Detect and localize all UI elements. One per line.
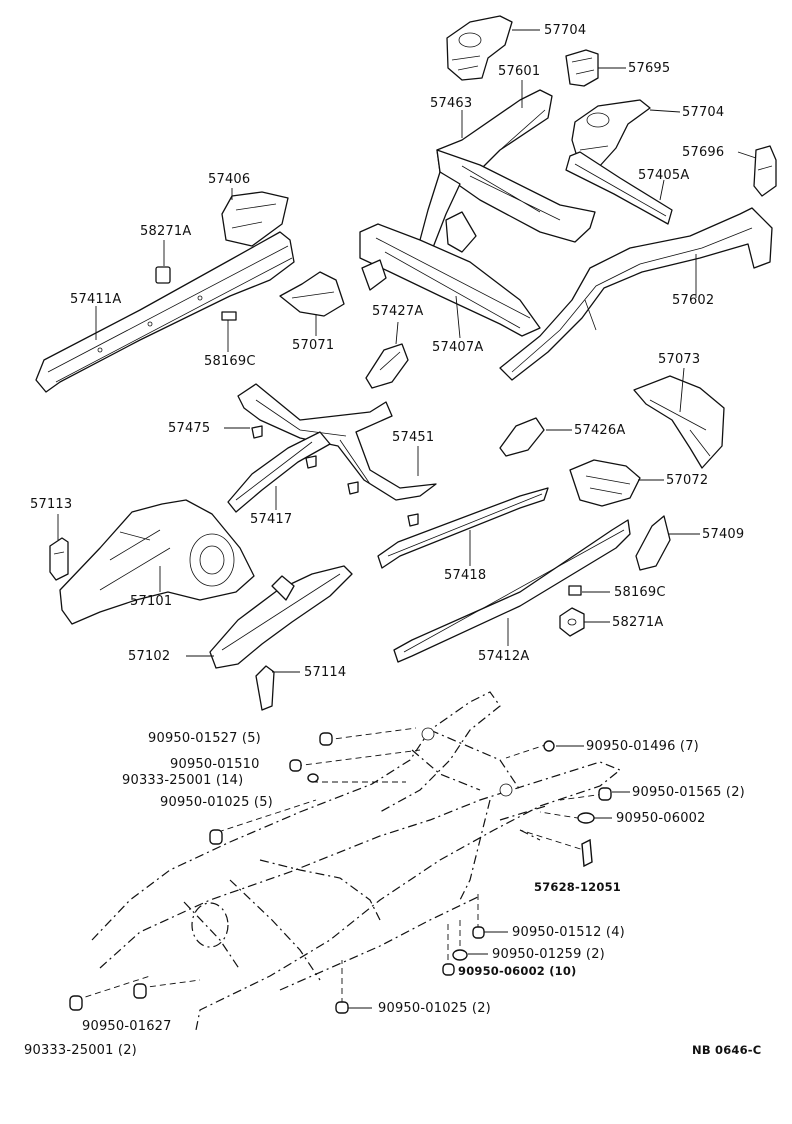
label-57426a: 57426A — [574, 423, 626, 438]
part-57411a-shape[interactable] — [35, 231, 295, 393]
part-57418-shape[interactable] — [377, 487, 549, 569]
label-58271a-left: 58271A — [140, 224, 192, 239]
label-57463: 57463 — [430, 96, 473, 111]
label-90950-01527: 90950-01527 (5) — [148, 731, 261, 746]
label-57695: 57695 — [628, 61, 671, 76]
label-57601: 57601 — [498, 64, 541, 79]
part-57412a-shape[interactable] — [393, 519, 631, 663]
label-57602: 57602 — [672, 293, 715, 308]
label-57427a: 57427A — [372, 304, 424, 319]
label-57418: 57418 — [444, 568, 487, 583]
label-57411a: 57411A — [70, 292, 122, 307]
part-57427a-shape[interactable] — [365, 343, 409, 389]
label-90950-01025-2: 90950-01025 (2) — [378, 1001, 491, 1016]
part-58169c-right-shape[interactable] — [568, 585, 582, 596]
part-57696-shape[interactable] — [753, 145, 777, 197]
label-90950-01512: 90950-01512 (4) — [512, 925, 625, 940]
part-57426a-shape[interactable] — [499, 417, 545, 457]
label-57406: 57406 — [208, 172, 251, 187]
label-90950-01496: 90950-01496 (7) — [586, 739, 699, 754]
assembled-frame-outline — [91, 691, 622, 1031]
label-57417: 57417 — [250, 512, 293, 527]
part-57417-shape[interactable] — [227, 431, 331, 513]
part-57409-shape[interactable] — [635, 515, 671, 571]
label-57071: 57071 — [292, 338, 335, 353]
label-57073: 57073 — [658, 352, 701, 367]
part-58169c-left-shape[interactable] — [221, 311, 237, 321]
part-57695-shape[interactable] — [565, 49, 599, 87]
label-57102: 57102 — [128, 649, 171, 664]
label-57113: 57113 — [30, 497, 73, 512]
label-57407a: 57407A — [432, 340, 484, 355]
label-57405a: 57405A — [638, 168, 690, 183]
label-57072: 57072 — [666, 473, 709, 488]
part-57602-shape[interactable] — [499, 207, 773, 381]
label-90333-25001-14: 90333-25001 (14) — [122, 773, 244, 788]
label-58169c-left: 58169C — [204, 354, 256, 369]
label-57704-top: 57704 — [544, 23, 587, 38]
hardware-glyphs — [69, 732, 612, 1014]
dashed-leaders — [75, 727, 605, 1004]
part-58271a-right-shape[interactable] — [559, 607, 585, 637]
part-57071-shape[interactable] — [279, 271, 345, 317]
label-57628-12051: 57628-12051 — [534, 880, 621, 894]
part-57407a-shape[interactable] — [359, 211, 541, 337]
part-57101-shape[interactable] — [59, 499, 255, 625]
part-57072-shape[interactable] — [569, 459, 641, 507]
part-57113-shape[interactable] — [49, 537, 69, 581]
label-57101: 57101 — [130, 594, 173, 609]
label-57412a: 57412A — [478, 649, 530, 664]
part-57475-shape[interactable] — [237, 383, 437, 501]
label-90950-01565: 90950-01565 (2) — [632, 785, 745, 800]
label-57409: 57409 — [702, 527, 745, 542]
clip-fasteners — [251, 425, 419, 527]
label-58271a-right: 58271A — [612, 615, 664, 630]
label-57475: 57475 — [168, 421, 211, 436]
part-57704-top-shape[interactable] — [446, 15, 513, 81]
label-leaders — [57, 29, 757, 1009]
label-58169c-right: 58169C — [614, 585, 666, 600]
part-57073-shape[interactable] — [633, 375, 725, 469]
label-90333-25001-2: 90333-25001 (2) — [24, 1043, 137, 1058]
label-90950-01259: 90950-01259 (2) — [492, 947, 605, 962]
label-90950-06002-10: 90950-06002 (10) — [458, 964, 577, 978]
label-57451: 57451 — [392, 430, 435, 445]
diagram-code: NB 0646-C — [692, 1043, 762, 1057]
label-90950-06002: 90950-06002 — [616, 811, 706, 826]
label-90950-01025-5: 90950-01025 (5) — [160, 795, 273, 810]
part-57704-mid-shape[interactable] — [571, 99, 651, 169]
part-57405a-shape[interactable] — [565, 151, 673, 225]
label-90950-01627: 90950-01627 — [82, 1019, 172, 1034]
part-57102-shape[interactable] — [209, 565, 353, 669]
part-57406-shape[interactable] — [221, 191, 289, 247]
label-90950-01510: 90950-01510 — [170, 757, 260, 772]
part-57114-shape[interactable] — [255, 665, 275, 711]
label-57704-mid: 57704 — [682, 105, 725, 120]
label-57114: 57114 — [304, 665, 347, 680]
label-57696: 57696 — [682, 145, 725, 160]
part-58271a-left-shape[interactable] — [155, 266, 171, 284]
